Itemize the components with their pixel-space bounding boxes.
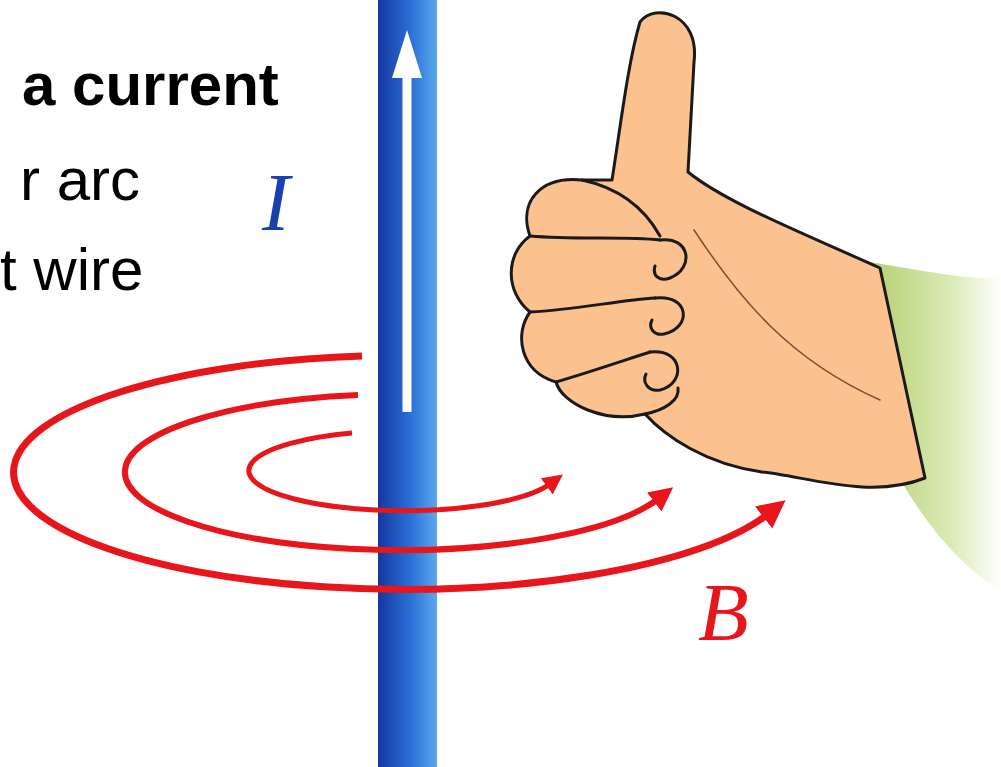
- finger-lines: [530, 180, 880, 414]
- field-symbol: B: [698, 571, 749, 654]
- current-arrow: [403, 70, 412, 412]
- hand: [511, 13, 925, 487]
- text-fragment: r arc: [20, 150, 140, 210]
- current-arrowhead: [392, 30, 422, 78]
- current-wire: [378, 0, 437, 767]
- heading-fragment: a current: [22, 55, 279, 115]
- current-symbol: I: [262, 161, 290, 244]
- text-fragment: t wire: [0, 240, 143, 300]
- field-line: [249, 433, 550, 511]
- field-line: [125, 395, 658, 550]
